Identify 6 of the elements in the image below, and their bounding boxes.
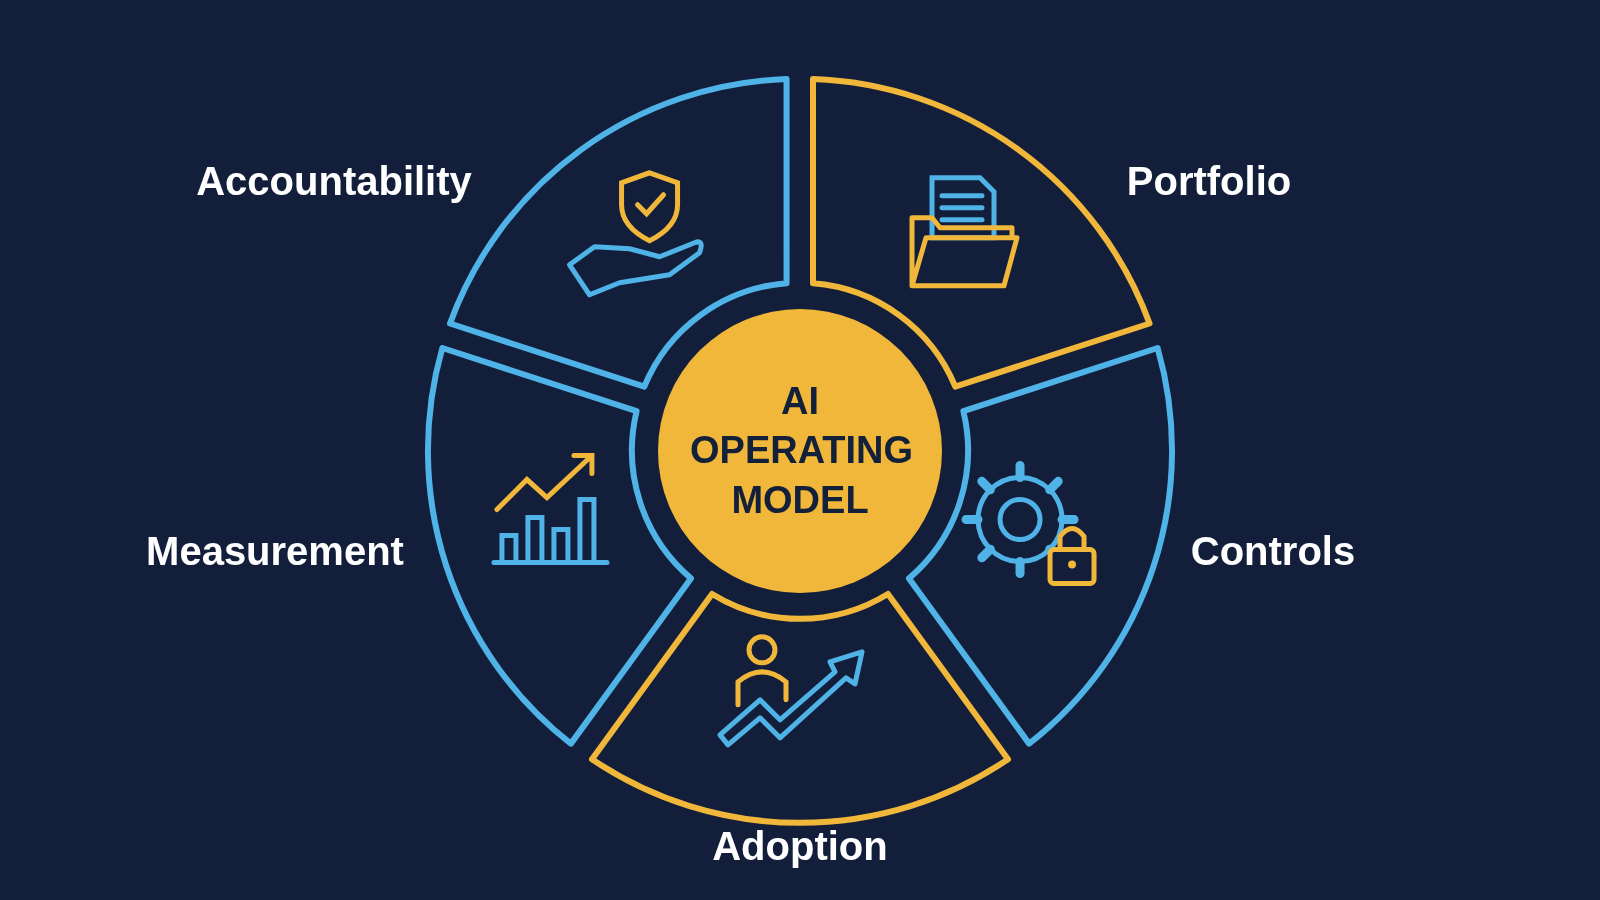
segment-label: Accountability xyxy=(196,158,472,204)
segment-label: Measurement xyxy=(146,528,404,574)
segment-label: Portfolio xyxy=(1126,158,1292,204)
center-title: AI OPERATING MODEL xyxy=(690,378,910,523)
segment-label: Adoption xyxy=(712,823,888,869)
segment-label: Controls xyxy=(1190,528,1356,574)
